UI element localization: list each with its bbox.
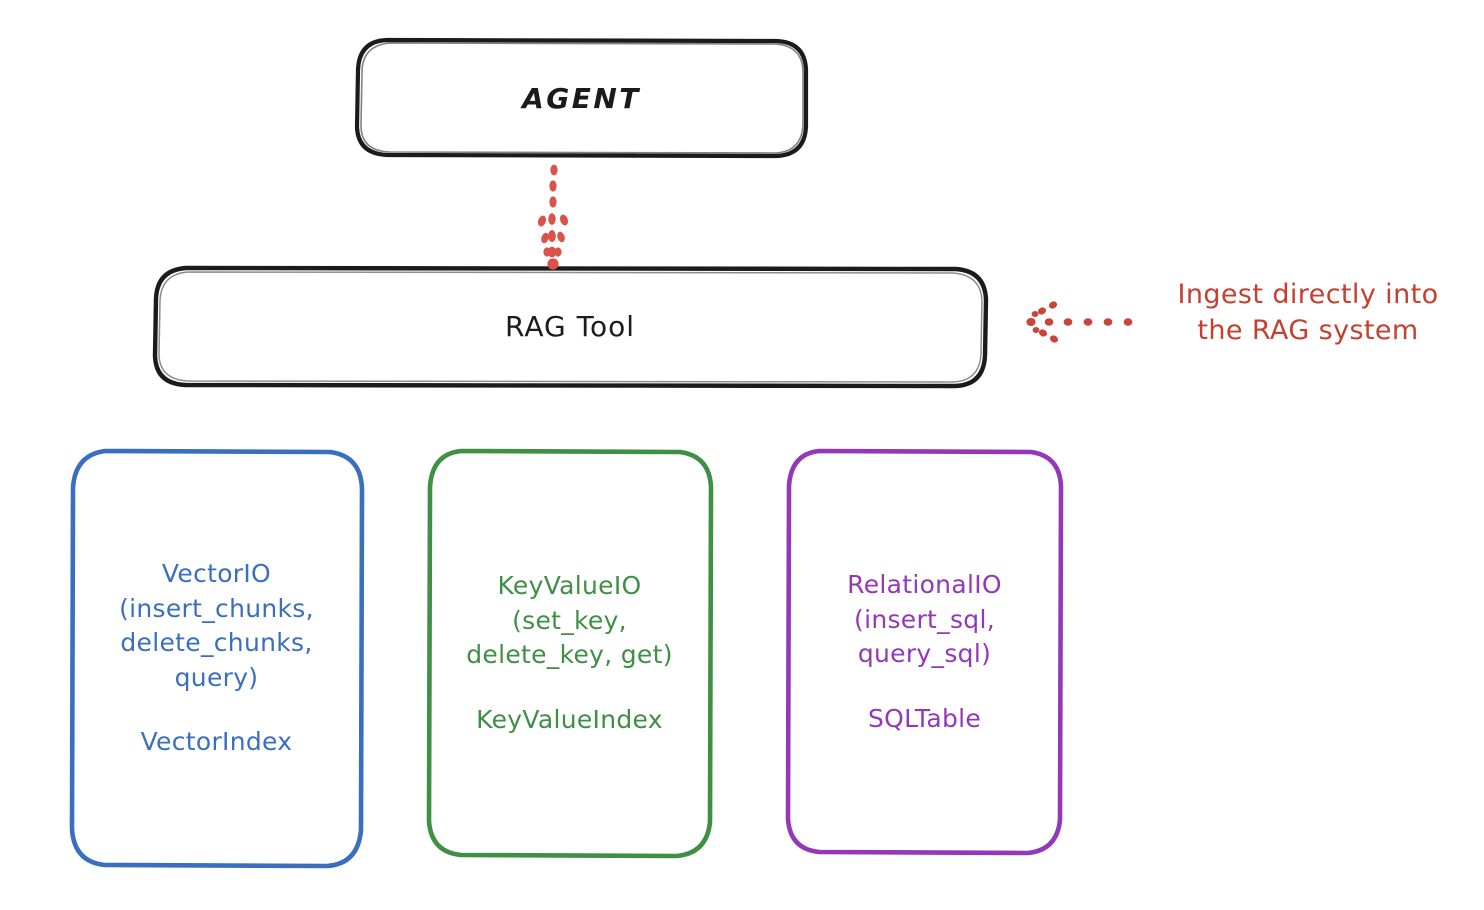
annotation-to-rag-connector [1026,301,1133,343]
node-key-value-io-label: KeyValueIO (set_key, delete_key, get) [466,571,673,669]
node-vector-io-label: VectorIO (insert_chunks, delete_chunks, … [119,559,314,692]
node-rag-tool[interactable]: RAG Tool [154,267,986,386]
agent-to-rag-connector [537,164,569,270]
node-agent[interactable]: AGENT [357,39,806,157]
agent-box-outline [354,37,809,159]
node-vector-io[interactable]: VectorIO (insert_chunks, delete_chunks, … [71,450,362,867]
node-relational-io[interactable]: RelationalIO (insert_sql, query_sql) SQL… [787,450,1062,854]
rag-tool-box-outline [152,265,989,389]
node-key-value-io[interactable]: KeyValueIO (set_key, delete_key, get) Ke… [427,450,712,856]
node-key-value-io-sublabel: KeyValueIndex [476,704,663,734]
ingest-annotation-text: Ingest directly into the RAG system [1177,279,1439,346]
node-agent-label: AGENT [522,81,641,115]
vector-io-box-outline [69,448,365,869]
node-relational-io-sublabel: SQLTable [867,703,982,733]
node-relational-io-label: RelationalIO (insert_sql, query_sql) [847,570,1002,668]
node-rag-tool-label: RAG Tool [505,310,635,343]
key-value-io-box-outline [426,448,714,859]
relational-io-box-outline [785,448,1064,856]
node-vector-io-sublabel: VectorIndex [140,727,293,757]
